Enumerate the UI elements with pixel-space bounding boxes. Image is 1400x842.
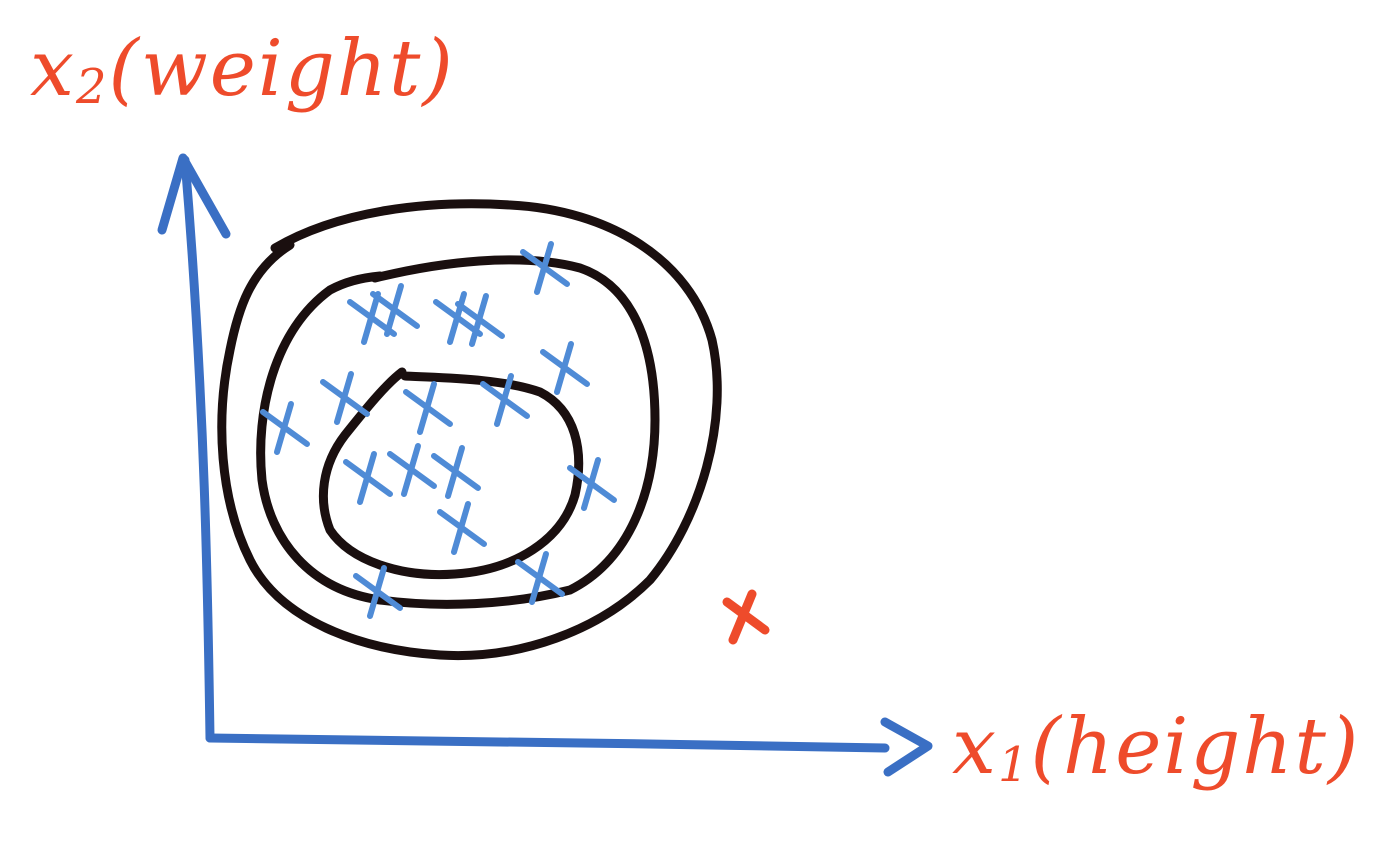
normal-point-14 xyxy=(353,565,403,619)
normal-point-2 xyxy=(433,291,483,345)
normal-point-13 xyxy=(515,551,565,605)
normal-point-stroke-b xyxy=(534,241,554,295)
normal-point-stroke-b xyxy=(274,401,294,455)
normal-point-stroke-b xyxy=(451,501,471,555)
normal-point-10 xyxy=(431,445,481,499)
x-axis-text: (height) xyxy=(1030,702,1361,792)
normal-point-stroke-b xyxy=(361,291,381,345)
normal-point-11 xyxy=(567,457,617,511)
normal-point-16 xyxy=(455,293,505,347)
x-axis-sub: 1 xyxy=(998,737,1031,793)
normal-point-stroke-b xyxy=(447,291,467,345)
normal-point-stroke-b xyxy=(581,457,601,511)
normal-point-17 xyxy=(387,443,437,497)
normal-point-12 xyxy=(437,501,487,555)
x-axis-arrowhead xyxy=(880,717,933,777)
middle-contour xyxy=(256,255,660,609)
normal-point-4 xyxy=(540,341,590,395)
normal-point-stroke-b xyxy=(357,451,377,505)
normal-point-stroke-b xyxy=(334,371,354,425)
normal-point-15 xyxy=(370,283,420,337)
normal-point-stroke-b xyxy=(367,565,387,619)
y-axis-line xyxy=(180,155,215,743)
x-axis-line xyxy=(205,733,890,753)
normal-point-8 xyxy=(260,401,310,455)
normal-point-stroke-b xyxy=(469,293,489,347)
normal-point-stroke-b xyxy=(554,341,574,395)
y-axis-arrowhead xyxy=(157,153,231,239)
axes xyxy=(157,153,933,777)
y-axis-var: x xyxy=(30,24,76,114)
normal-point-6 xyxy=(403,381,453,435)
normal-point-stroke-b xyxy=(417,381,437,435)
x-axis-var: x xyxy=(952,702,998,792)
anomaly-point xyxy=(722,589,770,645)
normal-point-5 xyxy=(320,371,370,425)
normal-point-7 xyxy=(480,373,530,427)
y-axis-label: x2(weight) xyxy=(30,30,455,111)
normal-point-stroke-b xyxy=(445,445,465,499)
normal-point-stroke-b xyxy=(384,283,404,337)
x-axis-label: x1(height) xyxy=(952,708,1360,789)
normal-point-3 xyxy=(520,241,570,295)
normal-point-stroke-b xyxy=(401,443,421,497)
density-contours xyxy=(217,199,722,661)
inner-contour xyxy=(318,367,584,580)
normal-point-stroke-b xyxy=(494,373,514,427)
normal-point-9 xyxy=(343,451,393,505)
y-axis-sub: 2 xyxy=(76,59,109,115)
anomaly-stroke-b xyxy=(728,589,757,645)
y-axis-text: (weight) xyxy=(108,24,455,114)
normal-point-stroke-b xyxy=(529,551,549,605)
normal-points xyxy=(260,241,617,619)
outer-contour xyxy=(217,199,722,661)
